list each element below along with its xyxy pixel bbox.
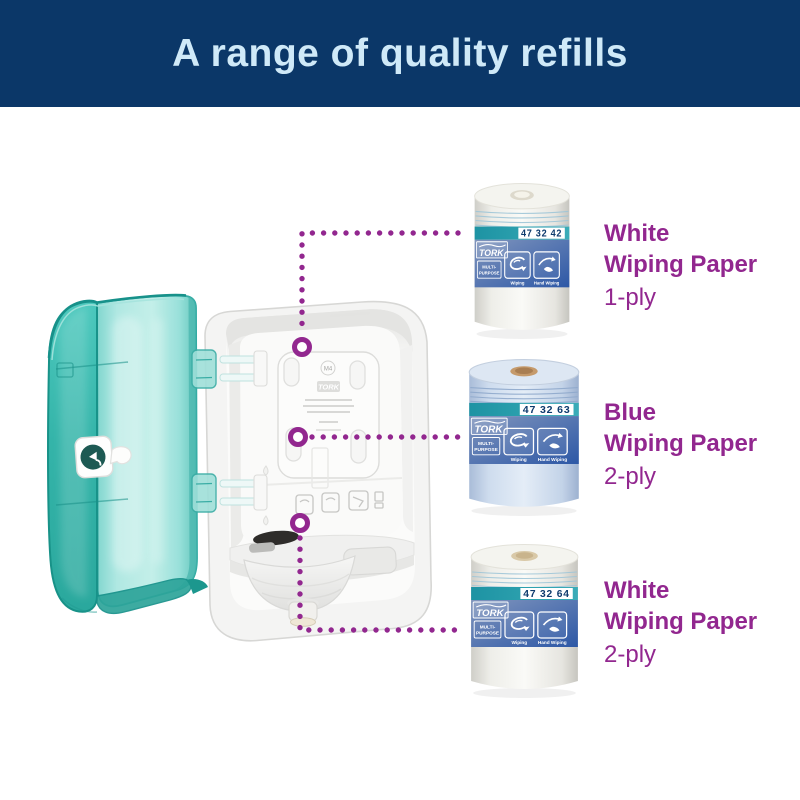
refill-2-label: Blue Wiping Paper 2-ply [604,397,757,491]
article-number: 47 32 42 [521,228,562,240]
wiping-caption: Wiping [512,640,528,645]
hinge-arms [219,350,268,511]
hand-wiping-caption: Hand Wiping [534,280,560,285]
svg-text:TORK: TORK [479,248,505,259]
wiping-icon [504,611,535,639]
dispenser-cover [47,293,217,615]
wiping-caption: Wiping [511,457,527,463]
m4-text: M4 [324,367,333,373]
hinge-brackets [191,349,217,513]
fine-print-lines [303,399,354,431]
refill-roll-2: 47 32 63 TORK MULTI- PURPOSE Wiping [468,359,580,516]
svg-text:TORK: TORK [318,383,340,392]
m4-badge [320,360,336,376]
refill-roll-1: 47 32 42 TORK MULTI- PURPOSE Wiping [474,183,570,339]
refill-1-label: White Wiping Paper 1-ply [604,218,757,312]
multi-purpose-box: MULTI- PURPOSE [476,260,502,279]
hand-wiping-icon [537,427,568,456]
multi-purpose-box: MULTI- PURPOSE [471,437,501,456]
refill-name: White [604,577,670,604]
viewing-slot [253,530,299,546]
refill-name-2: Wiping Paper [604,430,758,457]
multi-purpose-box: MULTI- PURPOSE [473,620,502,639]
svg-text:PURPOSE: PURPOSE [474,447,498,453]
svg-text:TORK: TORK [476,608,504,619]
refill-name-2: Wiping Paper [604,251,758,278]
hand-wiping-icon [537,611,568,639]
wiping-icon [504,251,531,279]
tork-logo: TORK [470,417,508,436]
tork-logo: TORK [472,601,509,619]
wiping-caption: Wiping [511,280,525,285]
refill-name: Blue [604,399,657,426]
article-number: 47 32 63 [523,405,571,416]
tork-logo: TORK [476,241,508,259]
hand-wiping-icon [533,251,560,279]
svg-text:PURPOSE: PURPOSE [479,270,499,275]
refill-name: White [604,220,670,247]
dotted-connectors [297,230,461,633]
svg-text:MULTI-: MULTI- [482,264,496,269]
refill-ply: 1-ply [604,284,657,311]
connector-rings [288,337,312,533]
refill-ply: 2-ply [604,641,657,668]
article-number: 47 32 64 [523,589,570,600]
dispenser-tork-logo: TORK [317,381,340,392]
svg-text:MULTI-: MULTI- [480,625,496,630]
roll-label: 47 32 42 TORK MULTI- PURPOSE Wiping [474,226,570,288]
latch [109,446,132,465]
roll-stripes [475,210,569,228]
refill-3-label: White Wiping Paper 2-ply [604,575,757,669]
refill-name-2: Wiping Paper [604,608,758,635]
hand-wiping-caption: Hand Wiping [538,457,568,463]
refill-ply: 2-ply [604,463,657,490]
page-title: A range of quality refills [172,31,628,75]
svg-text:PURPOSE: PURPOSE [476,631,499,636]
svg-text:TORK: TORK [474,425,503,436]
roll-label: 47 32 63 TORK MULTI- PURPOSE Wiping [469,402,579,464]
instruction-icons [295,490,384,515]
wiping-icon [503,427,535,456]
banner: A range of quality refills [0,0,800,107]
lock [74,435,114,479]
dispenser-body: M4 TORK [204,300,432,642]
release-tab [249,542,276,553]
svg-text:MULTI-: MULTI- [478,441,494,447]
refill-roll-3: 47 32 64 TORK MULTI- PURPOSE Wiping [470,544,579,698]
roll-label: 47 32 64 TORK MULTI- PURPOSE Wiping [471,587,578,647]
hand-wiping-caption: Hand Wiping [538,640,567,645]
